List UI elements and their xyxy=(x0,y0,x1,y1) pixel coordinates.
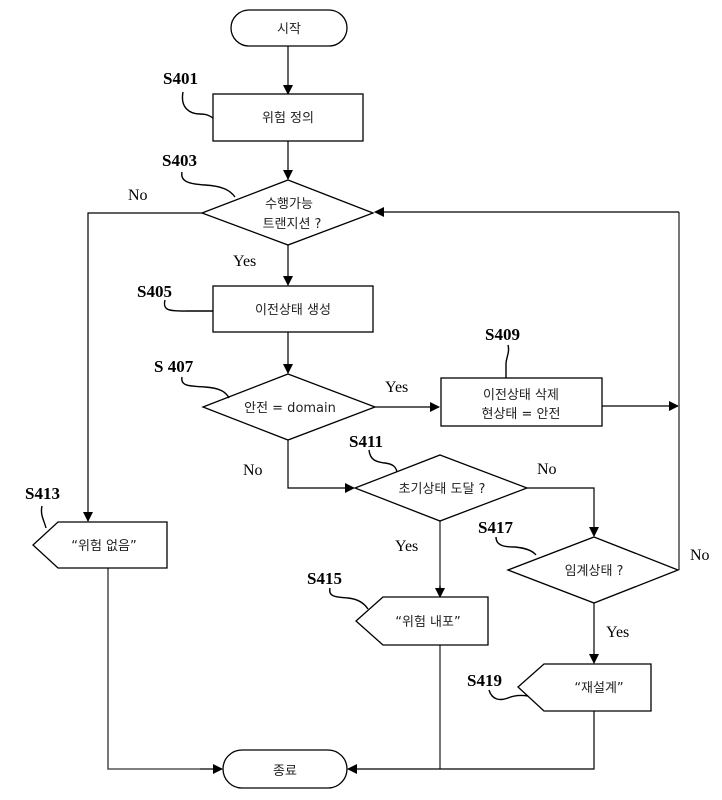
process-s401: 위험 정의 xyxy=(212,93,364,142)
s411-leader xyxy=(368,449,398,473)
s417-step-label: S417 xyxy=(478,518,513,537)
process-s409: 이전상태 삭제 현상태 = 안전 xyxy=(440,377,603,427)
decision-s417: 임계상태 ? xyxy=(506,536,680,604)
s409-line2: 현상태 = 안전 xyxy=(482,407,561,422)
s407-yes-label: Yes xyxy=(385,379,408,396)
s413-step-label: S413 xyxy=(25,484,60,503)
s413-text: “위험 없음” xyxy=(71,539,136,554)
start-terminal: 시작 xyxy=(230,9,348,47)
s411-text: 초기상태 도달 ? xyxy=(399,482,486,497)
s403-step-label: S403 xyxy=(162,151,197,170)
s405-text: 이전상태 생성 xyxy=(255,303,331,318)
s405-step-label: S405 xyxy=(137,282,172,301)
s409-line1: 이전상태 삭제 xyxy=(483,388,559,403)
end-terminal: 종료 xyxy=(222,749,348,789)
s407-text: 안전 = domain xyxy=(244,401,336,416)
s407-no-label: No xyxy=(243,462,263,479)
s417-leader xyxy=(495,536,537,556)
edge-s403-s413 xyxy=(83,212,202,522)
s401-step-label: S401 xyxy=(163,69,198,88)
s415-text: “위험 내포” xyxy=(395,615,460,630)
edge-s413-end-line xyxy=(107,568,200,770)
s403-no-label: No xyxy=(128,187,148,204)
s415-step-label: S415 xyxy=(307,569,342,588)
s403-line2: 트랜지션 ? xyxy=(263,217,322,232)
s403-line1: 수행가능 xyxy=(265,196,313,212)
edge-s419-end-line xyxy=(440,711,595,770)
start-label: 시작 xyxy=(277,22,301,37)
s409-leader xyxy=(505,344,510,378)
s409-step-label: S409 xyxy=(485,325,520,344)
end-label: 종료 xyxy=(273,764,297,779)
s403-leader xyxy=(181,171,236,198)
s411-no-label: No xyxy=(537,461,557,478)
s411-step-label: S411 xyxy=(349,432,383,451)
output-s413: “위험 없음” xyxy=(32,521,168,569)
output-s419: “재설계” xyxy=(517,663,652,712)
s407-step-label: S 407 xyxy=(154,357,194,376)
s411-yes-label: Yes xyxy=(395,538,418,555)
s403-yes-label: Yes xyxy=(233,253,256,270)
edge-s411-s417 xyxy=(527,487,599,537)
s415-leader xyxy=(329,587,369,610)
s417-yes-label: Yes xyxy=(606,624,629,641)
s417-text: 임계상태 ? xyxy=(565,564,624,579)
s419-leader xyxy=(488,689,529,701)
s401-leader xyxy=(181,91,214,119)
s417-no-label: No xyxy=(690,547,710,564)
s407-leader xyxy=(181,376,230,399)
s401-text: 위험 정의 xyxy=(262,111,314,126)
decision-s411: 초기상태 도달 ? xyxy=(353,454,529,522)
edge-s407-s411 xyxy=(287,440,355,493)
s419-step-label: S419 xyxy=(467,671,502,690)
process-s405: 이전상태 생성 xyxy=(212,285,374,333)
output-s415: “위험 내포” xyxy=(355,596,489,646)
s405-leader xyxy=(163,299,213,312)
connectors xyxy=(83,46,680,774)
decision-s403: 수행가능 트랜지션 ? xyxy=(200,179,375,246)
s419-text: “재설계” xyxy=(574,681,623,696)
decision-s407: 안전 = domain xyxy=(201,373,377,441)
s413-leader xyxy=(40,505,47,529)
